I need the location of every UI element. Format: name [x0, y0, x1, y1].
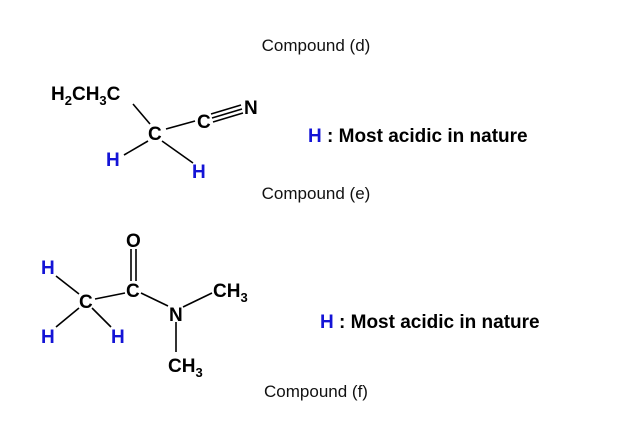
acidic-h-bottom-left-e: H — [41, 327, 55, 348]
bond-alpha-h-top — [55, 275, 80, 295]
bond-n-methyl-top — [182, 292, 213, 308]
acidic-h-bottom-right-e: H — [111, 327, 125, 348]
acidic-h-label: H — [320, 312, 334, 333]
subscript-3: 3 — [240, 290, 247, 305]
methyl-top-label: CH3 — [213, 281, 248, 305]
bond-c-alpha — [94, 292, 126, 300]
subscript-2: 2 — [65, 93, 72, 108]
nitrile-nitrogen-label: N — [244, 98, 258, 119]
bond-c-h-right — [161, 140, 194, 164]
caption-compound-f: Compound (f) — [264, 382, 368, 401]
structure-e — [55, 249, 213, 352]
acidic-note-text: : Most acidic in nature — [333, 312, 540, 333]
acidic-note-text: : Most acidic in nature — [321, 126, 528, 147]
ethyl-group-label: H2CH3C — [51, 84, 121, 108]
alpha-carbon-label: C — [79, 292, 93, 313]
bond-alpha-h-bottom-right — [91, 307, 112, 328]
subscript-3: 3 — [99, 93, 106, 108]
triple-bond-2 — [211, 108, 243, 119]
subscript-3: 3 — [195, 365, 202, 380]
bond-alpha-h-bottom-left — [55, 307, 80, 328]
bond-c-nitrile — [165, 120, 196, 130]
acidic-h-left-d: H — [106, 150, 120, 171]
bond-c-h-left — [123, 140, 149, 156]
bond-c-n — [140, 292, 169, 307]
carbonyl-carbon-label: C — [126, 281, 140, 302]
triple-bond-1 — [210, 104, 242, 115]
c-label: C — [107, 84, 121, 105]
caption-compound-d: Compound (d) — [261, 36, 371, 55]
nitrogen-label: N — [169, 305, 183, 326]
carbon-label-d: C — [148, 124, 162, 145]
acidic-h-top-e: H — [41, 258, 55, 279]
structure-d — [123, 103, 244, 164]
nitrile-carbon-label: C — [197, 112, 211, 133]
triple-bond-3 — [212, 112, 244, 123]
acidic-h-right-d: H — [192, 162, 206, 183]
caption-compound-e: Compound (e) — [261, 184, 371, 203]
oxygen-label: O — [126, 231, 141, 252]
bond-ethyl-c — [132, 103, 151, 125]
methyl-bottom-label: CH3 — [168, 356, 203, 380]
acidic-note-d: H : Most acidic in nature — [308, 126, 528, 148]
ch-label: CH — [72, 84, 99, 105]
acidic-note-e: H : Most acidic in nature — [320, 312, 540, 334]
acidic-h-label: H — [308, 126, 322, 147]
